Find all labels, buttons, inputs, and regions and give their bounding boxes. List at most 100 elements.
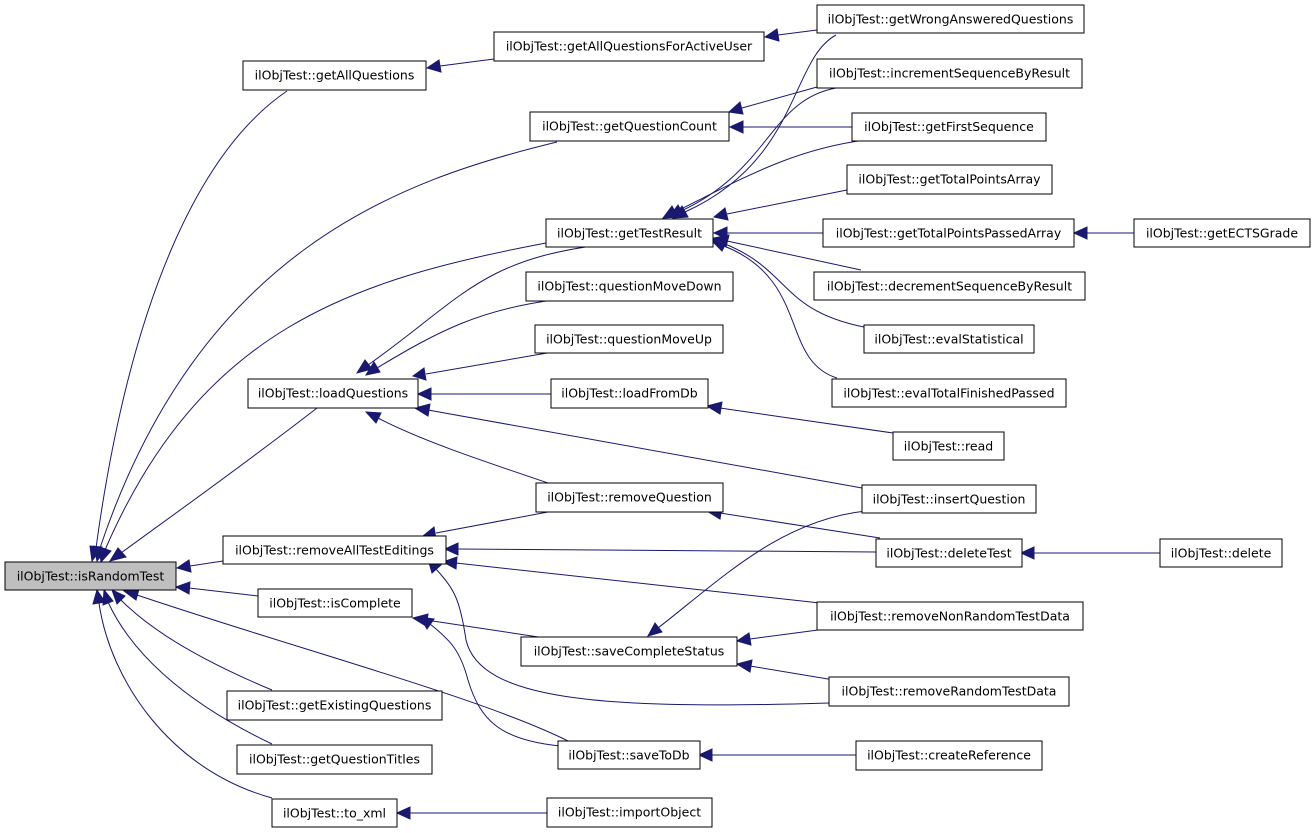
node-label: ilObjTest::getTotalPointsArray	[858, 172, 1041, 187]
edge-removeAllTestEditings-to-isRandomTest	[175, 559, 224, 573]
node-label: ilObjTest::loadFromDb	[561, 386, 698, 401]
edge-read-to-loadFromDb	[705, 401, 894, 434]
node-saveCompleteStatus[interactable]: ilObjTest::saveCompleteStatus	[520, 636, 738, 667]
node-createReference[interactable]: ilObjTest::createReference	[855, 740, 1043, 771]
edge-getWrongAnsweredQuestions-to-getAllQuestionsForActiveUser	[763, 28, 818, 42]
node-to_xml[interactable]: ilObjTest::to_xml	[271, 798, 398, 828]
node-label: ilObjTest::saveCompleteStatus	[534, 644, 725, 659]
edge-removeRandomTestData-to-saveCompleteStatus	[735, 659, 835, 681]
node-importObject[interactable]: ilObjTest::importObject	[546, 797, 713, 828]
node-label: ilObjTest::delete	[1171, 546, 1272, 561]
node-label: ilObjTest::deleteTest	[886, 546, 1011, 561]
node-deleteTest[interactable]: ilObjTest::deleteTest	[875, 538, 1023, 568]
node-getQuestionTitles[interactable]: ilObjTest::getQuestionTitles	[236, 744, 433, 775]
edge-removeQuestion-to-loadQuestions	[364, 411, 552, 485]
node-removeQuestion[interactable]: ilObjTest::removeQuestion	[535, 482, 724, 513]
node-label: ilObjTest::getECTSGrade	[1146, 226, 1298, 241]
edge-getQuestionCount-to-isRandomTest	[93, 141, 558, 563]
edge-getQuestionTitles-to-isRandomTest	[102, 588, 273, 745]
node-label: ilObjTest::loadQuestions	[258, 386, 408, 401]
node-label: ilObjTest::removeNonRandomTestData	[830, 609, 1070, 624]
node-getWrongAnsweredQuestions[interactable]: ilObjTest::getWrongAnsweredQuestions	[816, 4, 1085, 34]
node-removeNonRandomTestData[interactable]: ilObjTest::removeNonRandomTestData	[816, 601, 1084, 631]
node-label: ilObjTest::getAllQuestionsForActiveUser	[506, 39, 753, 54]
edge-questionMoveUp-to-loadQuestions	[411, 351, 554, 381]
node-saveToDb[interactable]: ilObjTest::saveToDb	[557, 740, 701, 770]
edge-getECTSGrade-to-getTotalPointsPassedArray	[1072, 226, 1134, 240]
node-label: ilObjTest::questionMoveDown	[537, 279, 721, 294]
node-label: ilObjTest::evalTotalFinishedPassed	[843, 386, 1054, 401]
node-label: ilObjTest::decrementSequenceByResult	[827, 279, 1072, 294]
node-isComplete[interactable]: ilObjTest::isComplete	[257, 588, 413, 618]
node-removeAllTestEditings[interactable]: ilObjTest::removeAllTestEditings	[222, 535, 447, 565]
edge-loadQuestions-to-isRandomTest	[108, 407, 318, 562]
edge-getExistingQuestions-to-isRandomTest	[111, 589, 273, 691]
node-delete[interactable]: ilObjTest::delete	[1159, 538, 1283, 568]
node-loadQuestions[interactable]: ilObjTest::loadQuestions	[247, 378, 419, 409]
node-getAllQuestionsForActiveUser[interactable]: ilObjTest::getAllQuestionsForActiveUser	[493, 31, 765, 62]
edge-createReference-to-saveToDb	[697, 748, 856, 762]
edge-to_xml-to-isRandomTest	[92, 588, 273, 799]
node-label: ilObjTest::getExistingQuestions	[238, 698, 432, 713]
node-getFirstSequence[interactable]: ilObjTest::getFirstSequence	[851, 112, 1047, 142]
edge-removeRandomTestData-to-removeAllTestEditings	[427, 558, 830, 706]
edge-getTestResult-to-loadQuestions	[355, 244, 601, 374]
node-label: ilObjTest::getFirstSequence	[864, 119, 1034, 134]
edge-questionMoveDown-to-loadQuestions	[364, 299, 554, 376]
node-label: ilObjTest::read	[904, 439, 993, 454]
node-getTestResult[interactable]: ilObjTest::getTestResult	[545, 218, 714, 248]
node-label: ilObjTest::importObject	[558, 805, 701, 820]
node-questionMoveUp[interactable]: ilObjTest::questionMoveUp	[534, 324, 724, 354]
node-getQuestionCount[interactable]: ilObjTest::getQuestionCount	[529, 111, 730, 142]
edge-deleteTest-to-removeAllTestEditings	[443, 542, 877, 556]
node-label: ilObjTest::evalStatistical	[874, 332, 1023, 347]
node-getTotalPointsArray[interactable]: ilObjTest::getTotalPointsArray	[846, 164, 1053, 195]
node-questionMoveDown[interactable]: ilObjTest::questionMoveDown	[525, 271, 734, 302]
edge-removeNonRandomTestData-to-saveCompleteStatus	[735, 629, 819, 646]
node-incrementSequenceByResult[interactable]: ilObjTest::incrementSequenceByResult	[816, 58, 1083, 89]
node-evalTotalFinishedPassed[interactable]: ilObjTest::evalTotalFinishedPassed	[831, 378, 1067, 408]
node-read[interactable]: ilObjTest::read	[892, 431, 1005, 461]
node-label: ilObjTest::removeAllTestEditings	[235, 543, 434, 558]
node-loadFromDb[interactable]: ilObjTest::loadFromDb	[550, 378, 709, 409]
node-decrementSequenceByResult[interactable]: ilObjTest::decrementSequenceByResult	[813, 271, 1086, 301]
edge-getTotalPointsArray-to-getTestResult	[712, 189, 848, 221]
node-label: ilObjTest::removeRandomTestData	[842, 684, 1057, 699]
node-label: ilObjTest::getTestResult	[557, 226, 702, 241]
node-getAllQuestions[interactable]: ilObjTest::getAllQuestions	[242, 60, 427, 91]
node-label: ilObjTest::getQuestionCount	[542, 119, 717, 134]
edge-getTotalPointsPassedArray-to-getTestResult	[712, 226, 823, 240]
node-getTotalPointsPassedArray[interactable]: ilObjTest::getTotalPointsPassedArray	[822, 218, 1075, 248]
node-label: ilObjTest::insertQuestion	[873, 492, 1026, 507]
node-label: ilObjTest::getTotalPointsPassedArray	[836, 226, 1062, 241]
node-label: ilObjTest::to_xml	[283, 806, 386, 821]
node-insertQuestion[interactable]: ilObjTest::insertQuestion	[861, 484, 1037, 514]
edge-delete-to-deleteTest	[1019, 546, 1160, 560]
edge-getFirstSequence-to-getQuestionCount	[728, 120, 852, 134]
node-label: ilObjTest::createReference	[867, 748, 1031, 763]
node-removeRandomTestData[interactable]: ilObjTest::removeRandomTestData	[828, 676, 1070, 707]
node-label: ilObjTest::removeQuestion	[547, 490, 712, 505]
node-label: ilObjTest::getAllQuestions	[255, 68, 415, 83]
node-isRandomTest[interactable]: ilObjTest::isRandomTest	[4, 561, 177, 591]
node-label: ilObjTest::saveToDb	[568, 748, 689, 763]
node-evalStatistical[interactable]: ilObjTest::evalStatistical	[863, 324, 1035, 354]
edge-insertQuestion-to-saveCompleteStatus	[646, 510, 867, 637]
node-getECTSGrade[interactable]: ilObjTest::getECTSGrade	[1133, 218, 1311, 248]
edge-getAllQuestions-to-isRandomTest	[89, 90, 288, 563]
edge-loadFromDb-to-loadQuestions	[416, 387, 551, 401]
node-label: ilObjTest::getWrongAnsweredQuestions	[828, 12, 1074, 27]
edge-isComplete-to-isRandomTest	[174, 581, 259, 597]
edge-importObject-to-to_xml	[395, 806, 547, 820]
edge-incrementSequenceByResult-to-getQuestionCount	[727, 86, 818, 115]
node-label: ilObjTest::getQuestionTitles	[249, 752, 420, 767]
edge-removeNonRandomTestData-to-removeAllTestEditings	[441, 556, 821, 604]
node-label: ilObjTest::incrementSequenceByResult	[829, 66, 1070, 81]
edge-getFirstSequence-to-getTestResult	[661, 139, 866, 219]
edge-getAllQuestionsForActiveUser-to-getAllQuestions	[425, 58, 495, 73]
edge-evalTotalFinishedPassed-to-getTestResult	[710, 239, 838, 379]
node-getExistingQuestions[interactable]: ilObjTest::getExistingQuestions	[226, 690, 443, 721]
edge-saveToDb-to-isComplete	[419, 616, 561, 747]
edge-removeQuestion-to-removeAllTestEditings	[421, 511, 549, 540]
